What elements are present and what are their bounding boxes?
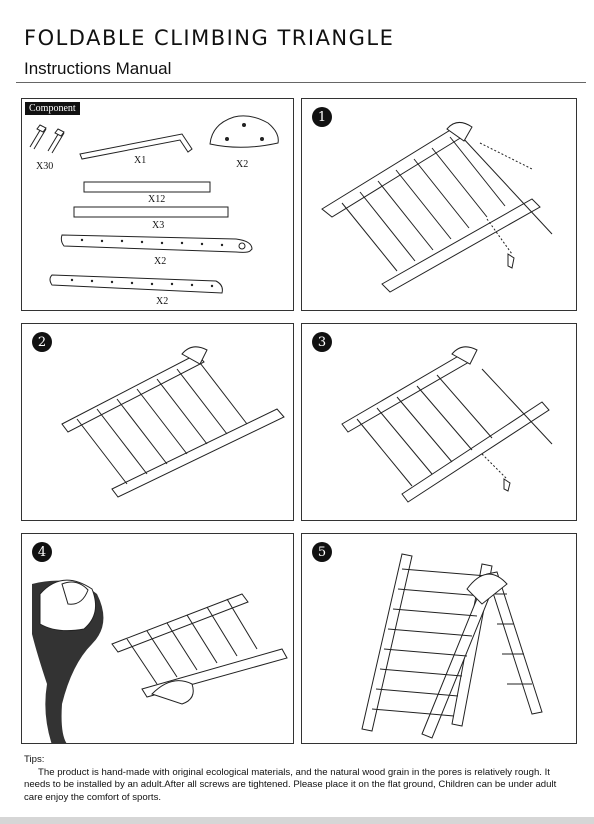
step-3-illustration [341,346,553,503]
qty-screws: X30 [36,161,54,172]
qty-side-rail: X2 [156,296,169,307]
step-1-panel: 1 [301,98,577,311]
step-5-illustration [361,553,543,739]
manual-title: FOLDABLE CLIMBING TRIANGLE [24,26,395,50]
qty-long-rung: X12 [148,194,166,205]
step-1-badge: 1 [312,107,332,127]
step-1-illustration [321,122,553,293]
step-2-badge: 2 [32,332,52,352]
step-2-illustration [61,346,285,498]
tips-body: The product is hand-made with original e… [24,766,557,803]
side-rail-icon [49,274,223,294]
qty-side-rail-hinge: X2 [154,256,167,267]
screws-icon [29,124,65,154]
step-4-illustration [32,579,288,743]
manual-subtitle: Instructions Manual [24,59,172,78]
step-2-panel: 2 [21,323,294,521]
step-4-badge: 4 [32,542,52,562]
step-5-panel: 5 [301,533,577,744]
step-3-panel: 3 [301,323,577,521]
short-rung-icon [73,206,229,218]
component-label: Component [25,102,80,115]
tips-heading: Tips: [24,754,45,765]
qty-short-rung: X3 [152,220,165,231]
qty-allen-key: X1 [134,155,147,166]
step-5-badge: 5 [312,542,332,562]
component-illustration [29,115,279,294]
step-3-badge: 3 [312,332,332,352]
triangle-plate-icon [209,115,279,148]
tips-section: Tips: The product is hand-made with orig… [24,754,574,804]
header-divider [16,82,586,83]
component-panel: Component [21,98,294,311]
qty-triangle-plate: X2 [236,159,249,170]
side-rail-hinge-icon [60,234,253,253]
allen-key-icon [79,133,193,160]
long-rung-icon [83,181,211,193]
bottom-bar [0,817,594,824]
step-4-panel: 4 [21,533,294,744]
